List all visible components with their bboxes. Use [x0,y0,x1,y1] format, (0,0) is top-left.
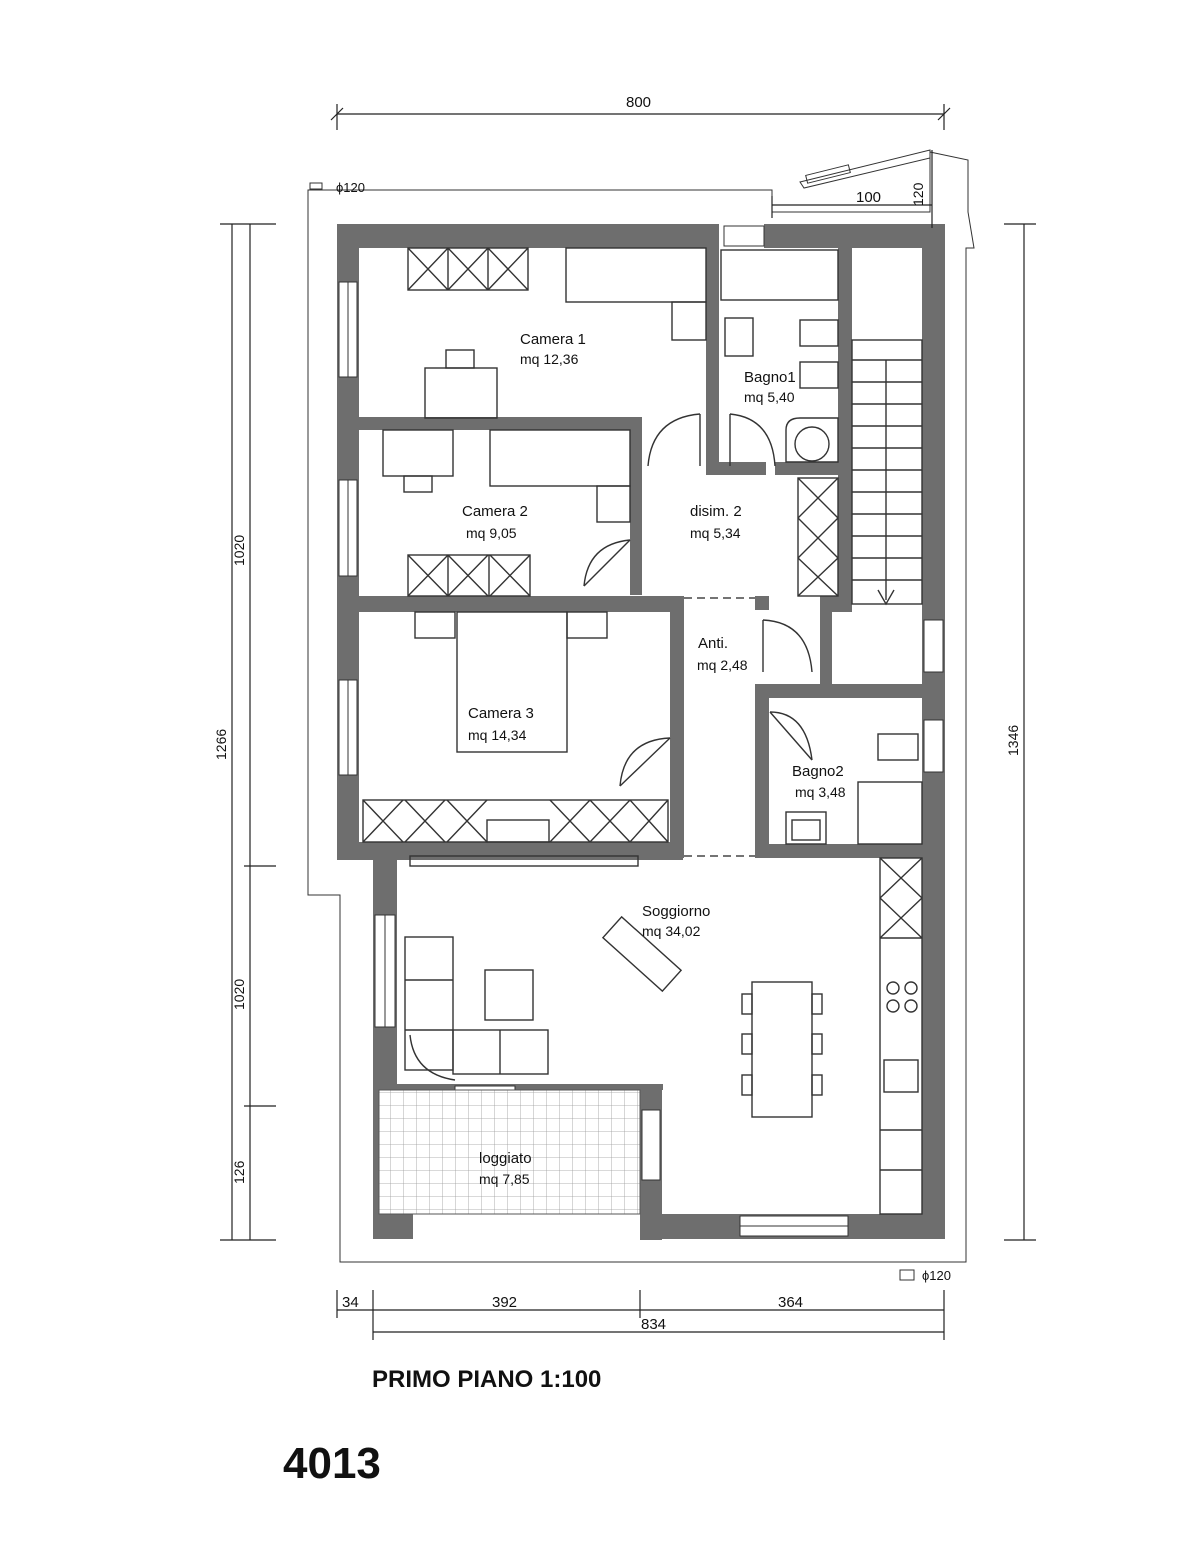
room-area-soggiorno: mq 34,02 [642,923,701,939]
dim-top-offset: 100 [856,189,881,206]
roof-vent [805,164,851,184]
drain-marker-top [309,182,323,190]
dimension-lines: 800 100 120 1266 1020 1020 126 1346 34 3… [213,94,1036,1340]
loggiato-tiles [378,1089,641,1215]
dim-top-width: 800 [626,94,651,111]
drain-note-bottom: ϕ120 [922,1268,951,1283]
room-name-bagno1: Bagno1 [744,369,796,386]
room-name-soggiorno: Soggiorno [642,903,710,920]
furniture [362,247,923,1215]
drain-note-top: ϕ120 [336,180,365,195]
room-name-camera2: Camera 2 [462,503,528,520]
property-outline [307,151,975,1263]
room-area-anti: mq 2,48 [697,657,748,673]
dim-bottom-c: 364 [778,1294,803,1311]
room-area-disim2: mq 5,34 [690,525,741,541]
doors [409,413,813,1081]
room-name-camera1: Camera 1 [520,331,586,348]
dim-left-total: 1266 [213,729,229,760]
room-name-disim2: disim. 2 [690,503,742,520]
room-labels: Camera 1 mq 12,36 Bagno1 mq 5,40 Camera … [462,331,846,1187]
dim-left-upper: 1020 [231,535,247,566]
dim-bottom-a: 34 [342,1294,359,1311]
dim-bottom-b: 392 [492,1294,517,1311]
dim-left-bottom: 126 [231,1160,247,1184]
room-area-camera2: mq 9,05 [466,525,517,541]
room-area-bagno2: mq 3,48 [795,784,846,800]
dim-left-lower: 1020 [231,979,247,1010]
room-name-anti: Anti. [698,635,728,652]
walls [337,224,945,1240]
room-area-camera1: mq 12,36 [520,351,579,367]
dim-top-projection: 120 [910,182,926,206]
room-name-loggiato: loggiato [479,1150,532,1167]
roof-element [799,149,931,189]
dim-bottom-total: 834 [641,1316,666,1333]
room-area-bagno1: mq 5,40 [744,389,795,405]
staircase [851,339,923,606]
room-area-camera3: mq 14,34 [468,727,527,743]
room-name-bagno2: Bagno2 [792,763,844,780]
room-area-loggiato: mq 7,85 [479,1171,530,1187]
windows [338,225,944,1237]
dim-right-total: 1346 [1005,725,1021,756]
drawing-title: PRIMO PIANO 1:100 [372,1366,601,1393]
room-name-camera3: Camera 3 [468,705,534,722]
drawing-code: 4013 [283,1439,381,1488]
drain-marker-bottom [899,1269,915,1281]
